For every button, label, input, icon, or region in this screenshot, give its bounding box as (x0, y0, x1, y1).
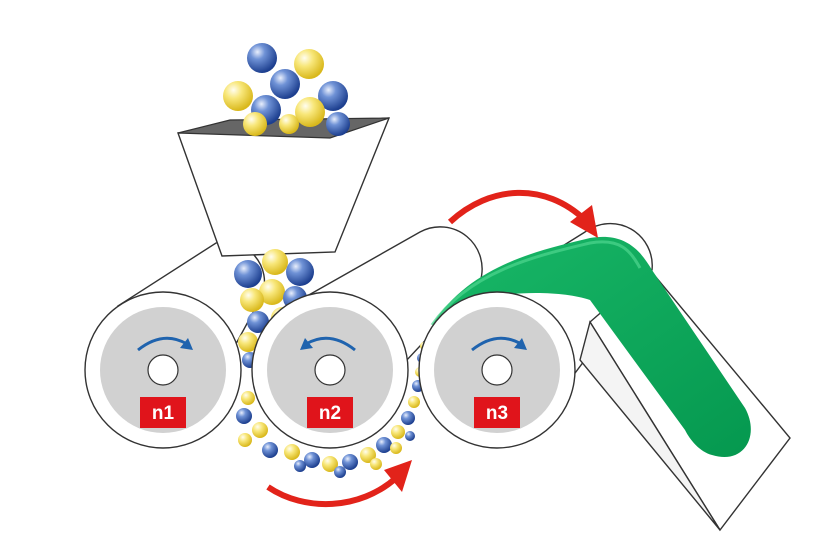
svg-text:n1: n1 (152, 403, 175, 424)
blue-pellet (294, 460, 306, 472)
yellow-pellet (262, 249, 288, 275)
rotation-arrow-n1 (137, 336, 193, 352)
blue-pellet (247, 43, 277, 73)
yellow-pellet (390, 442, 402, 454)
roller-n3 (418, 291, 576, 449)
blue-pellet (304, 452, 320, 468)
blue-pellet (326, 112, 350, 136)
yellow-pellet (294, 49, 324, 79)
blue-pellet (376, 437, 392, 453)
big-curved-arrow-icon (447, 189, 588, 225)
yellow-pellet (370, 458, 382, 470)
yellow-pellet (252, 422, 268, 438)
blue-pellet (262, 442, 278, 458)
yellow-pellet (223, 81, 253, 111)
yellow-pellet (322, 456, 338, 472)
curved-arrow-icon (305, 336, 356, 352)
svg-text:n3: n3 (486, 403, 508, 424)
rotation-arrow-n2 (300, 336, 356, 352)
roll-label-n3: n3 (474, 397, 520, 428)
yellow-pellet (391, 425, 405, 439)
yellow-pellet (238, 433, 252, 447)
blue-pellet (286, 258, 314, 286)
yellow-pellet (259, 279, 285, 305)
blue-pellet (247, 311, 269, 333)
rotation-arrow-n3 (471, 336, 527, 352)
yellow-pellet (238, 332, 258, 352)
curved-arrow-icon (137, 336, 188, 352)
yellow-pellet (284, 444, 300, 460)
blue-pellet (342, 454, 358, 470)
roll-label-n1: n1 (140, 397, 186, 428)
roller-n1 (84, 291, 242, 449)
curved-arrow-icon (471, 336, 522, 352)
flow-arrow-bottom (266, 460, 412, 508)
blue-pellet (236, 408, 252, 424)
yellow-pellet (295, 97, 325, 127)
yellow-pellet (243, 112, 267, 136)
blue-pellet (334, 466, 346, 478)
yellow-pellet (279, 114, 299, 134)
blue-pellet (401, 411, 415, 425)
hopper (177, 117, 391, 257)
hopper-pellets (223, 43, 350, 136)
yellow-pellet (360, 447, 376, 463)
roller-n2 (251, 291, 409, 449)
blue-pellet (270, 69, 300, 99)
roll-label-n2: n2 (307, 397, 353, 428)
hopper-body (177, 117, 391, 257)
blue-pellet (405, 431, 415, 441)
green-sheet (430, 236, 751, 457)
yellow-pellet (408, 396, 420, 408)
yellow-pellet (241, 391, 255, 405)
flow-arrow-top (447, 189, 598, 238)
svg-text:n2: n2 (319, 403, 341, 424)
blue-pellet (318, 81, 348, 111)
blue-pellet (234, 260, 262, 288)
big-curved-arrow-icon (266, 475, 398, 508)
yellow-pellet (240, 288, 264, 312)
